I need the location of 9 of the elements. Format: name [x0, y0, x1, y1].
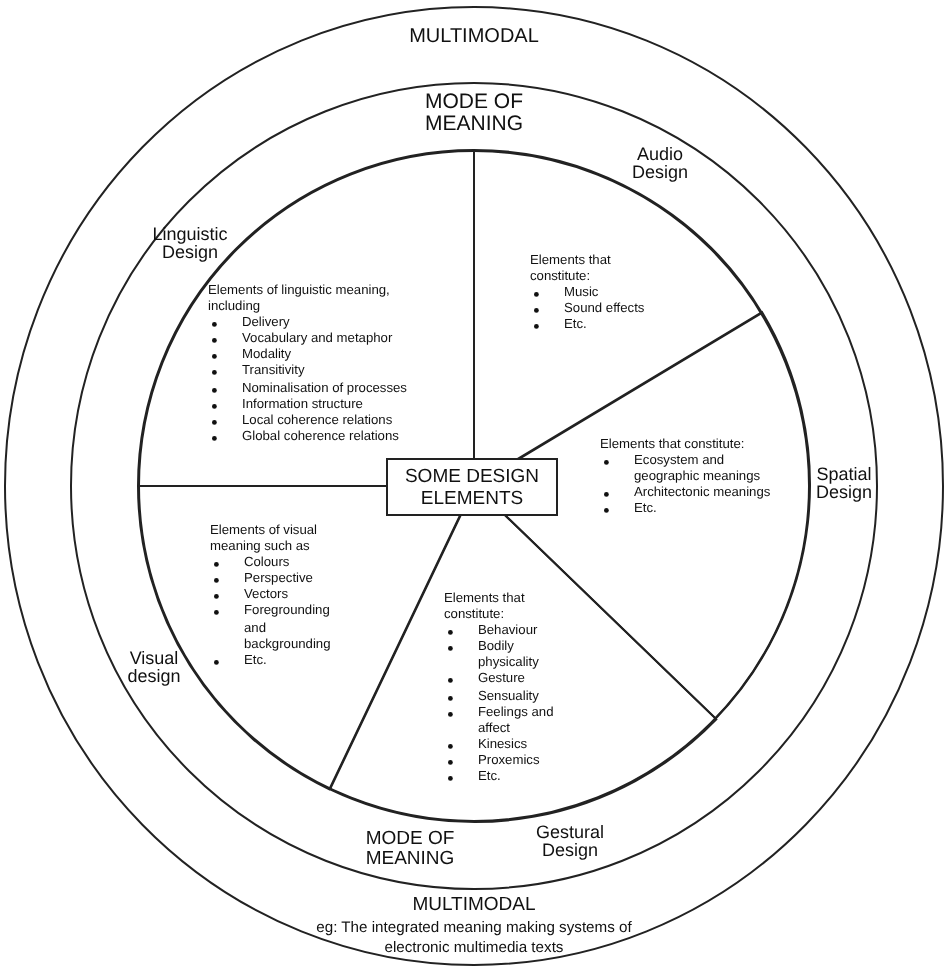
ring-label: MODE OF MEANING	[422, 92, 525, 137]
design-label: Spatial Design	[813, 466, 874, 504]
ring-label: MODE OF MEANING	[363, 830, 457, 870]
design-label: Gestural Design	[534, 824, 606, 862]
ring-label: MULTIMODAL	[410, 896, 538, 916]
design-label: Audio Design	[629, 146, 690, 184]
ring-label: MULTIMODAL	[407, 28, 541, 49]
design-label: Visual design	[125, 650, 183, 688]
center-box: SOME DESIGN ELEMENTS	[386, 458, 558, 516]
